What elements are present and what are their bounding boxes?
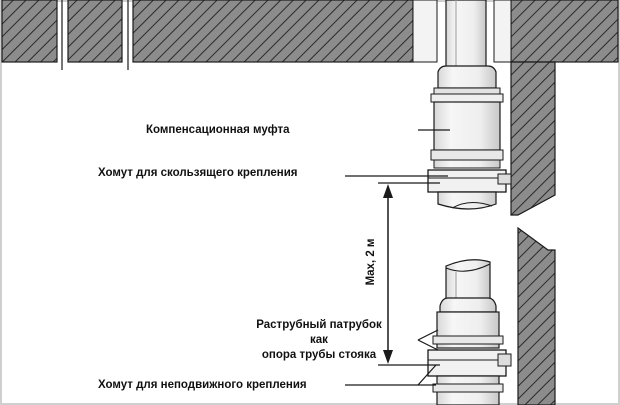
label-compensator: Компенсационная муфта	[146, 124, 290, 136]
upper-wall	[510, 61, 556, 216]
label-fixed-clamp: Хомут для неподвижного крепления	[98, 379, 307, 391]
label-max-distance: Max, 2 м	[365, 238, 377, 286]
lower-wall	[517, 226, 556, 405]
leader-socket-2	[417, 339, 439, 351]
label-sliding-clamp: Хомут для скользящего крепления	[98, 167, 298, 179]
leader-socket	[417, 329, 439, 341]
label-socket-line2: как	[310, 334, 328, 346]
lower-pipe	[427, 259, 512, 405]
dimension-arrow	[383, 184, 393, 364]
leader-lines	[345, 129, 450, 386]
label-socket-line3: опора трубы стояка	[261, 349, 377, 361]
label-socket-line1: Раструбный патрубок	[256, 319, 382, 331]
ceiling-slab	[1, 0, 619, 70]
leader-fixed-clamp-2	[417, 364, 437, 386]
